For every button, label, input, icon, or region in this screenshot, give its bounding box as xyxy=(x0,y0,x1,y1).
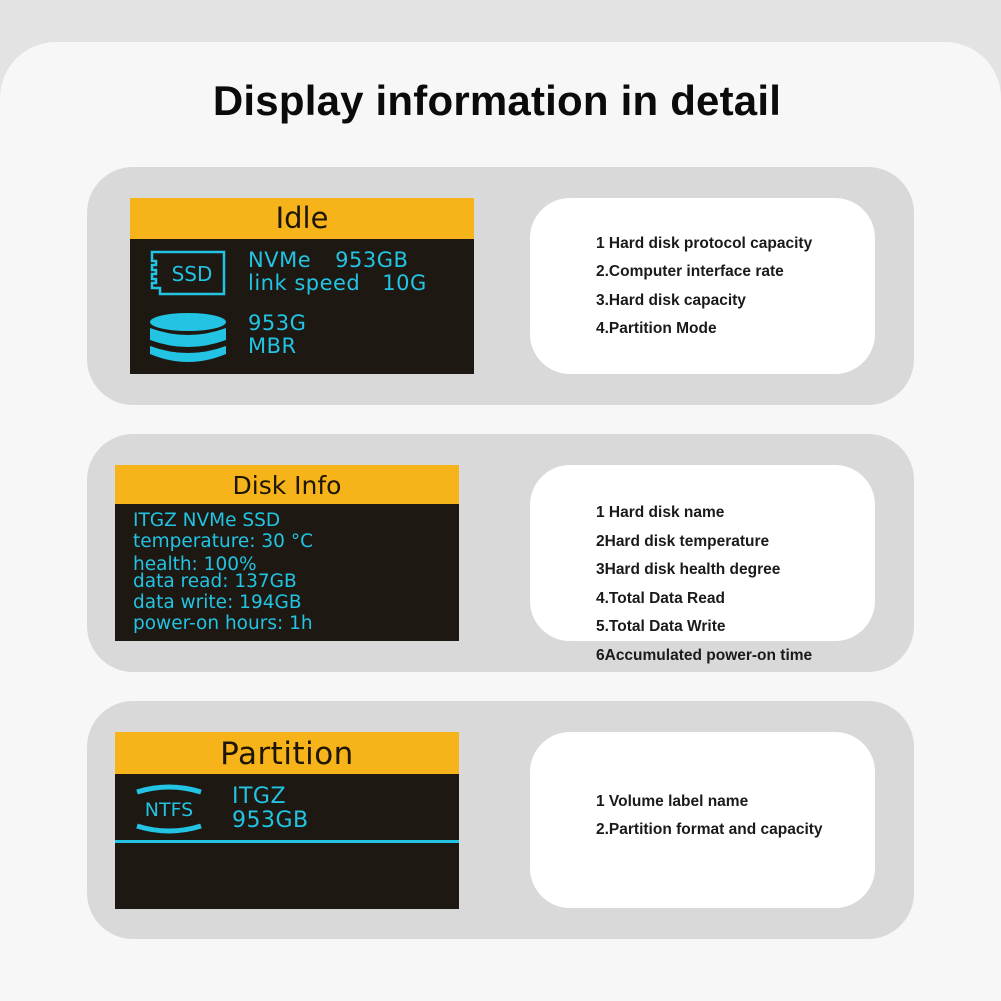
disk-info-description-item: 4.Total Data Read xyxy=(596,590,725,607)
disk-info-line: data write: 194GB xyxy=(133,592,302,613)
idle-partition-mode: MBR xyxy=(248,334,297,358)
idle-protocol: NVMe xyxy=(248,248,312,272)
partition-description-item: 1 Volume label name xyxy=(596,793,749,810)
database-icon xyxy=(148,312,228,366)
partition-panel: Partition NTFS ITGZ 953GB 1 Volume label… xyxy=(87,701,914,939)
disk-info-description-item: 1 Hard disk name xyxy=(596,504,725,521)
disk-info-description-item: 5.Total Data Write xyxy=(596,618,726,635)
page-title: Display information in detail xyxy=(212,77,782,124)
idle-description-item: 2.Computer interface rate xyxy=(596,263,784,280)
partition-screen: Partition NTFS ITGZ 953GB xyxy=(115,732,459,909)
idle-description-item: 4.Partition Mode xyxy=(596,320,717,337)
disk-info-header: Disk Info xyxy=(115,465,459,504)
ssd-icon-label: SSD xyxy=(172,262,213,286)
disk-info-description-card: 1 Hard disk name 2Hard disk temperature … xyxy=(530,465,875,664)
disk-info-description-item: 2Hard disk temperature xyxy=(596,533,770,550)
idle-link-line: link speed 10G xyxy=(248,271,427,295)
idle-link-label: link speed xyxy=(248,271,361,295)
partition-capacity: 953GB xyxy=(232,808,309,833)
disk-info-line: temperature: 30 °C xyxy=(133,531,313,552)
idle-panel: Idle SSD NVMe 953GB link speed 10G 953G MB… xyxy=(87,167,914,405)
partition-divider xyxy=(115,840,459,843)
idle-header: Idle xyxy=(130,198,474,239)
partition-description-item: 2.Partition format and capacity xyxy=(596,821,823,838)
partition-header: Partition xyxy=(115,732,459,774)
ssd-icon: SSD xyxy=(148,250,228,296)
idle-description-item: 3.Hard disk capacity xyxy=(596,292,746,309)
idle-protocol-line: NVMe 953GB xyxy=(248,248,408,272)
partition-description-card: 1 Volume label name 2.Partition format a… xyxy=(530,732,875,908)
idle-description-item: 1 Hard disk protocol capacity xyxy=(596,235,813,252)
disk-info-line: power-on hours: 1h xyxy=(133,613,313,634)
disk-info-line: data read: 137GB xyxy=(133,571,297,592)
ntfs-icon: NTFS xyxy=(133,780,205,838)
ntfs-icon-label: NTFS xyxy=(145,799,193,821)
disk-info-description-item: 6Accumulated power-on time xyxy=(596,647,813,664)
disk-info-line: health: 100% xyxy=(133,554,257,575)
partition-volume-name: ITGZ xyxy=(232,784,287,809)
idle-description-card: 1 Hard disk protocol capacity 2.Computer… xyxy=(530,198,875,374)
disk-info-description-item: 3Hard disk health degree xyxy=(596,561,781,578)
disk-info-line: ITGZ NVMe SSD xyxy=(133,510,281,531)
disk-info-screen: Disk Info ITGZ NVMe SSD temperature: 30 … xyxy=(115,465,459,641)
idle-screen: Idle SSD NVMe 953GB link speed 10G 953G MB… xyxy=(130,198,474,374)
idle-capacity: 953G xyxy=(248,311,307,335)
disk-info-panel: Disk Info ITGZ NVMe SSD temperature: 30 … xyxy=(87,434,914,672)
idle-link-value: 10G xyxy=(382,271,427,295)
idle-protocol-capacity: 953GB xyxy=(335,248,409,272)
